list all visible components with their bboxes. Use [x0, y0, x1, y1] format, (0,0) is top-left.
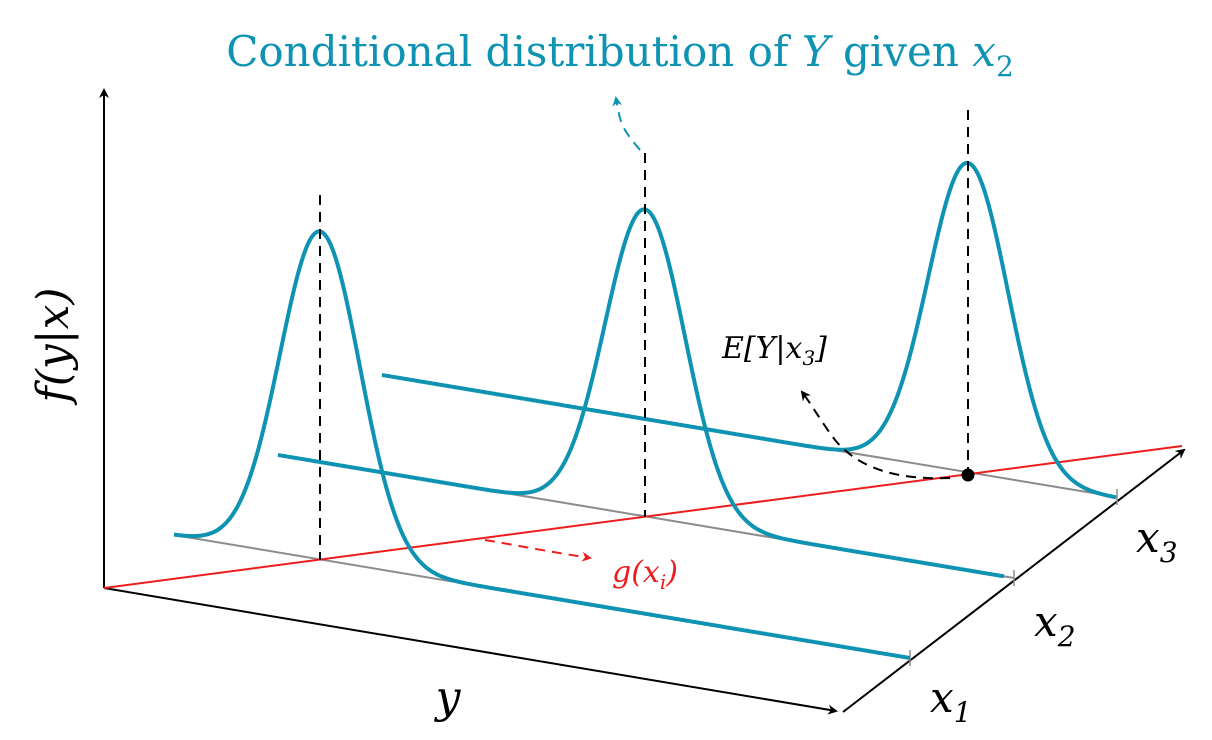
density-curve-x3 — [381, 160, 1117, 500]
y-axis-label: y — [434, 672, 462, 723]
conditional-mean-point — [961, 468, 975, 482]
depth-label-x1: x1 — [930, 673, 972, 729]
regression-line — [103, 445, 1183, 589]
density-curve-x2 — [277, 207, 1005, 579]
expectation-label: E[Y|x3] — [721, 331, 827, 370]
y-axis — [103, 587, 838, 715]
title-pointer-arrow — [612, 96, 641, 151]
diagram-title: Conditional distribution of Y given x2 — [226, 27, 1014, 83]
density-curve-x1 — [173, 229, 911, 660]
depth-label-x2: x2 — [1034, 597, 1076, 653]
regression-label-arrow — [484, 539, 592, 562]
depth-label-x3: x3 — [1136, 513, 1178, 569]
regression-label: g(xi) — [612, 555, 678, 594]
density-curves — [173, 160, 1117, 660]
vertical-axis-label: f(y|x) — [28, 287, 79, 405]
expectation-arrow — [800, 390, 951, 480]
